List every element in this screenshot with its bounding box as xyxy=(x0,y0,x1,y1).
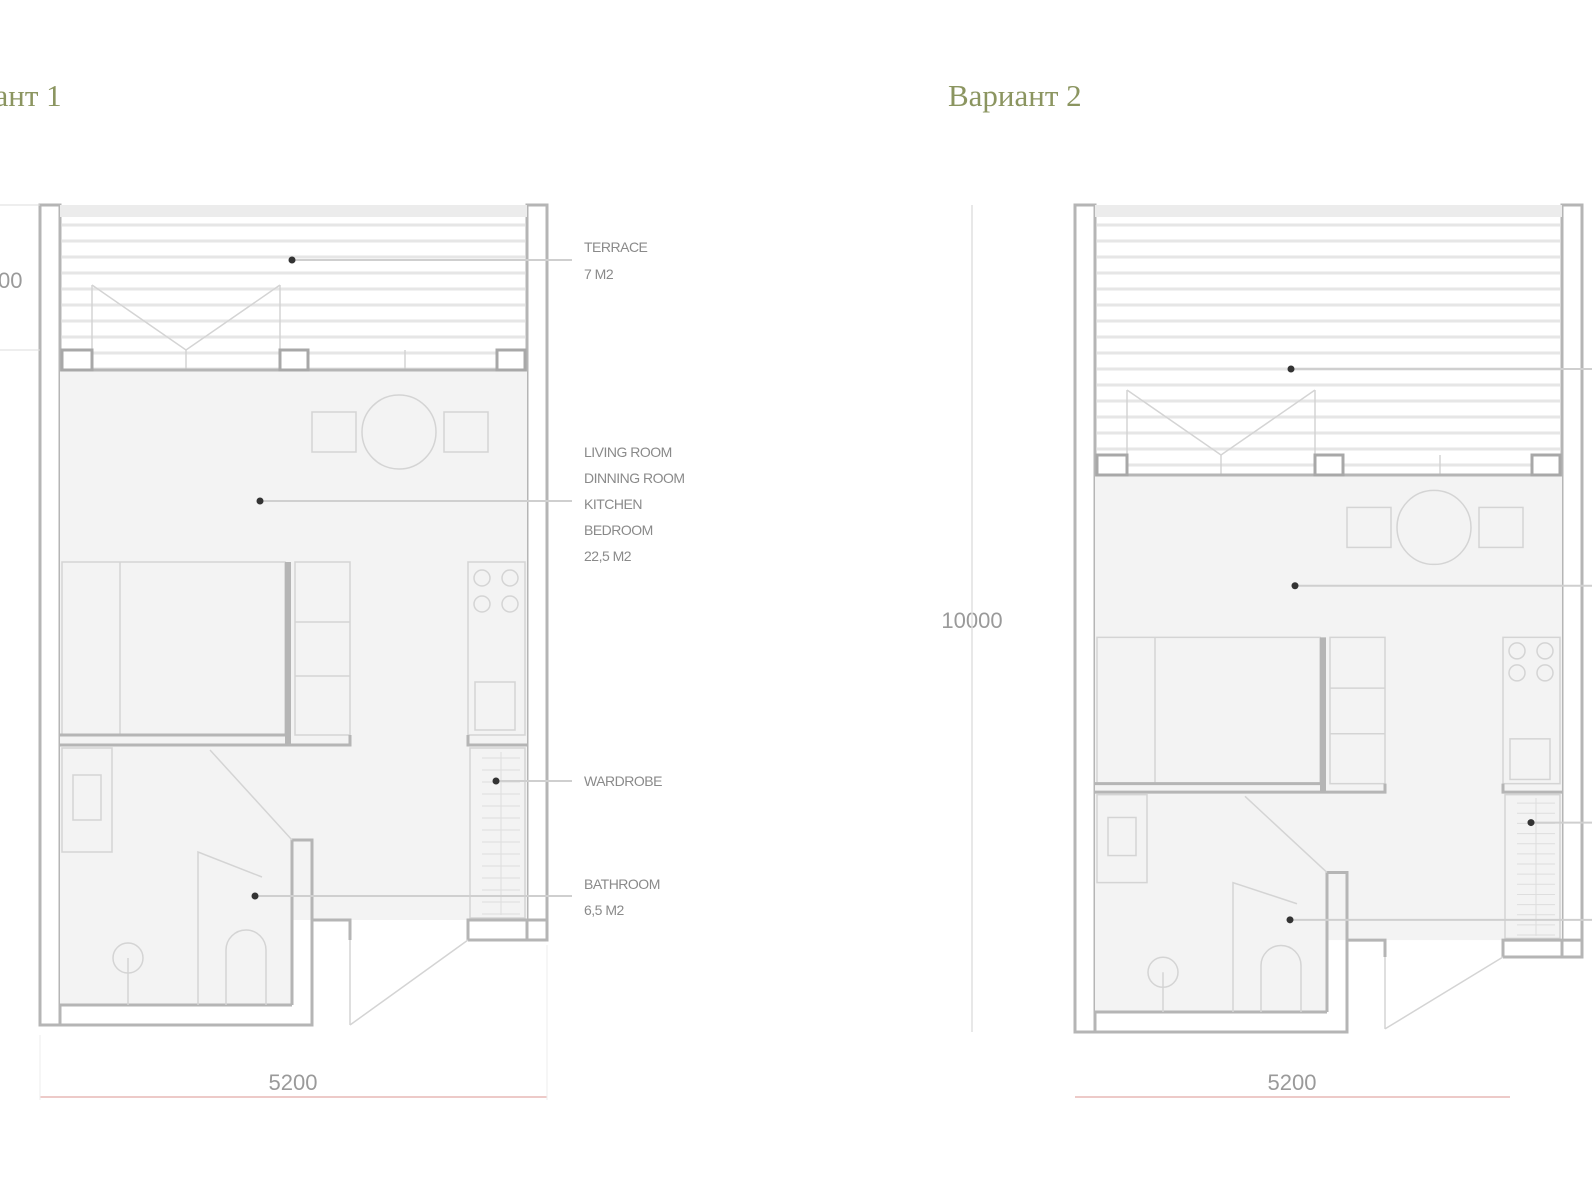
living-area: 22,5 M2 xyxy=(584,548,632,564)
stove-burner xyxy=(1508,642,1526,660)
bathroom-door-swing xyxy=(1244,795,1328,874)
bathroom-wall xyxy=(1325,870,1349,1012)
stove-burner xyxy=(1536,664,1554,682)
right-wall xyxy=(525,203,549,942)
chair xyxy=(1478,506,1524,549)
living-room-label: LIVING ROOM xyxy=(584,444,672,460)
wardrobe-marker-dot xyxy=(492,777,500,785)
toilet xyxy=(1260,944,1302,1012)
shower-screen xyxy=(197,850,263,1005)
width-dimension-2: 5200 xyxy=(1268,1070,1317,1095)
stove-burner xyxy=(473,595,491,613)
vanity xyxy=(1096,793,1148,884)
bathroom-label: BATHROOM xyxy=(584,876,660,892)
terrace-marker-dot xyxy=(288,256,296,264)
chair xyxy=(1346,506,1392,549)
width-dimension-1: 5200 xyxy=(269,1070,318,1095)
chair xyxy=(311,411,357,453)
terrace-edge xyxy=(1095,205,1562,217)
dining-room-label: DINNING ROOM xyxy=(584,470,685,486)
kitchen-counter xyxy=(1502,636,1561,785)
terrace-marker-dot xyxy=(1287,365,1295,373)
entry-wall xyxy=(1501,938,1584,959)
bathroom-marker-dot xyxy=(251,892,259,900)
entry-door-swing xyxy=(1384,956,1504,1030)
variant-1-labels: TERRACE 7 M2 LIVING ROOM DINNING ROOM KI… xyxy=(0,239,685,1095)
toilet xyxy=(225,929,267,1005)
washbasin xyxy=(1107,816,1137,857)
terrace-label: TERRACE xyxy=(584,239,648,255)
column xyxy=(1530,453,1562,477)
folding-door-swing xyxy=(91,284,281,351)
bathroom-marker-dot xyxy=(1286,916,1294,924)
stove-burner xyxy=(473,569,491,587)
column xyxy=(1095,453,1129,477)
kitchen-counter xyxy=(467,561,526,736)
left-wall xyxy=(1073,203,1097,1034)
right-wall xyxy=(1560,203,1584,959)
chair xyxy=(443,411,489,453)
entry-door-swing xyxy=(349,939,469,1026)
entry-wall xyxy=(466,918,549,942)
wall xyxy=(292,735,352,747)
left-wall xyxy=(38,203,62,1027)
floor-plan-variant-2 xyxy=(1073,203,1592,1034)
washbasin xyxy=(72,774,102,821)
wardrobe-marker-dot xyxy=(1527,819,1535,827)
bathroom-door-swing xyxy=(209,749,293,841)
sink xyxy=(474,681,516,731)
vanity xyxy=(61,747,113,853)
column xyxy=(1313,453,1345,477)
stove-burner xyxy=(1536,642,1554,660)
variant-2-title: Вариант 2 xyxy=(948,78,1082,113)
terrace-edge xyxy=(60,205,527,217)
wall xyxy=(466,735,527,747)
stove-burner xyxy=(1508,664,1526,682)
dining-table xyxy=(1396,489,1472,566)
bathroom-area xyxy=(1095,792,1327,1012)
variant-1-title: Вариант 1 xyxy=(0,78,62,113)
wall xyxy=(1501,783,1562,794)
wardrobe xyxy=(469,747,526,919)
living-marker-dot xyxy=(1291,582,1299,590)
kitchen-label: KITCHEN xyxy=(584,496,642,512)
kitchen-cabinet xyxy=(294,561,351,736)
bathroom-area xyxy=(60,745,292,1005)
wardrobe xyxy=(1504,793,1561,940)
living-marker-dot xyxy=(256,497,264,505)
stove-burner xyxy=(501,595,519,613)
column xyxy=(60,348,94,372)
column xyxy=(278,348,310,372)
wardrobe-label: WARDROBE xyxy=(584,773,662,789)
bathroom-wall xyxy=(290,838,314,1005)
terrace-area: 7 M2 xyxy=(584,266,614,282)
kitchen-cabinet xyxy=(1329,636,1386,785)
bathroom-area: 6,5 M2 xyxy=(584,902,625,918)
column xyxy=(495,348,527,372)
floor-plan-variant-1 xyxy=(38,203,572,1027)
sink xyxy=(1509,738,1551,781)
bedroom-label: BEDROOM xyxy=(584,522,653,538)
side-dimension-1: 00 xyxy=(0,268,22,293)
stove-burner xyxy=(501,569,519,587)
shower-screen xyxy=(1232,881,1298,1012)
dining-table xyxy=(361,394,437,470)
wall xyxy=(1327,783,1387,794)
